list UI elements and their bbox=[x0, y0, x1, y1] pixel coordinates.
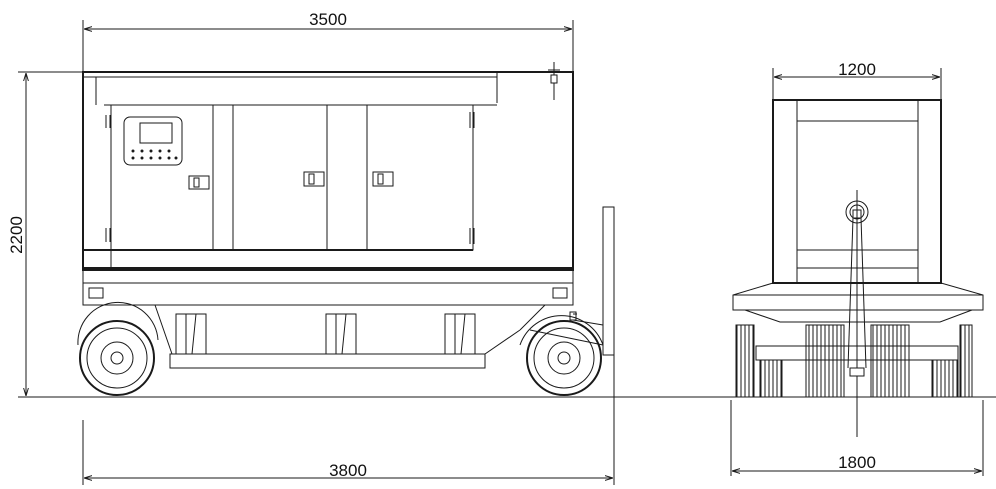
side-view: 3500 3800 2200 bbox=[7, 10, 615, 485]
tire-inner-left bbox=[805, 324, 845, 398]
front-chassis bbox=[732, 282, 984, 311]
tire-outer-right bbox=[959, 324, 973, 398]
trailer-chassis bbox=[82, 282, 574, 306]
spring-mounts bbox=[175, 313, 476, 355]
wheel-front bbox=[79, 320, 155, 396]
tire-outer-left bbox=[735, 324, 755, 398]
tow-bar bbox=[529, 206, 615, 356]
canopy-body bbox=[82, 71, 574, 271]
wheel-rear bbox=[526, 320, 602, 396]
lifting-slot-left bbox=[88, 287, 104, 299]
dim-label-front-width: 1200 bbox=[838, 60, 876, 79]
main-door-right bbox=[326, 104, 368, 251]
main-door-left bbox=[212, 104, 234, 251]
front-view: 1200 1800 bbox=[730, 60, 984, 476]
control-buttons bbox=[131, 149, 178, 160]
control-display bbox=[139, 122, 173, 144]
tire-inner-right bbox=[870, 324, 910, 398]
hinges bbox=[105, 112, 475, 244]
dim-label-overall-length: 3800 bbox=[329, 461, 367, 480]
dim-label-side-length: 3500 bbox=[309, 10, 347, 29]
lifting-slot-right bbox=[552, 287, 568, 299]
axle-beam bbox=[169, 353, 486, 369]
dim-label-front-track: 1800 bbox=[838, 453, 876, 472]
dim-label-height: 2200 bbox=[7, 216, 26, 254]
